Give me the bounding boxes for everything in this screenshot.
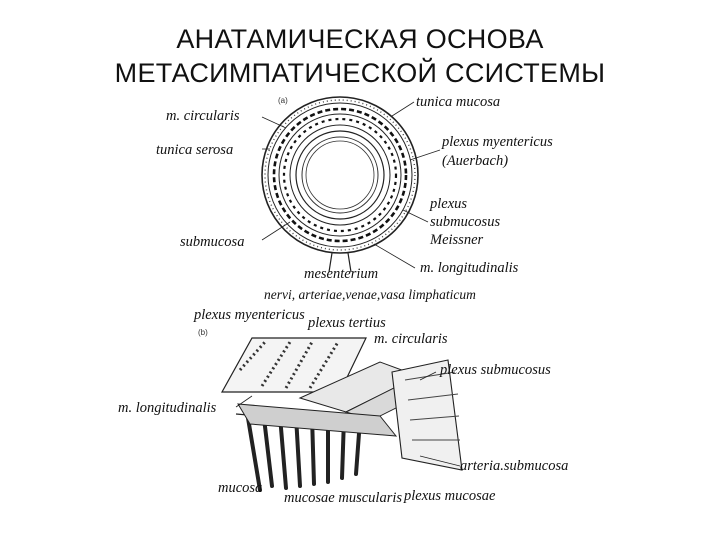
label-submucosa: submucosa: [180, 234, 245, 250]
label-plexus-submucosus-a-2: submucosus: [430, 214, 501, 230]
label-plexus-submucosus-a-3: Meissner: [430, 232, 484, 248]
label-plexus-myentericus-a-2: (Auerbach): [442, 153, 509, 169]
label-tunica-serosa: tunica serosa: [156, 142, 234, 158]
cross-section-diagram: [261, 96, 441, 273]
label-arteria-submucosa: arteria.submucosa: [460, 458, 569, 474]
title-line-1: АНАТАМИЧЕСКАЯ ОСНОВА: [176, 24, 544, 54]
label-plexus-mucosae: plexus mucosae: [404, 488, 496, 504]
label-m-longitudinalis-b: m. longitudinalis: [118, 400, 217, 416]
label-plexus-submucosus-a-1: plexus: [430, 196, 468, 212]
panel-b-tag: (b): [198, 328, 208, 337]
label-m-circularis-a: m. circularis: [166, 108, 240, 124]
title-line-2: МЕТАСИМПАТИЧЕСКОЙ ССИСТЕМЫ: [114, 58, 606, 88]
label-vessels: nervi, arteriae,venae,vasa limphaticum: [264, 287, 476, 302]
label-plexus-tertius: plexus tertius: [308, 315, 386, 331]
label-plexus-submucosus-b: plexus submucosus: [440, 362, 551, 378]
label-plexus-myentericus-a-1: plexus myentericus: [442, 134, 553, 150]
label-mesenterium: mesenterium: [304, 266, 379, 282]
label-plexus-myentericus-b: plexus myentericus: [194, 307, 305, 323]
longitudinal-section-diagram: [220, 337, 463, 492]
label-m-circularis-b: m. circularis: [374, 331, 448, 347]
label-mucosa: mucosa: [218, 480, 263, 496]
label-m-longitudinalis-a: m. longitudinalis: [420, 260, 519, 276]
label-tunica-mucosa: tunica mucosa: [416, 94, 501, 110]
panel-a-tag: (a): [278, 96, 288, 105]
label-mucosae-muscularis: mucosae muscularis: [284, 490, 403, 506]
